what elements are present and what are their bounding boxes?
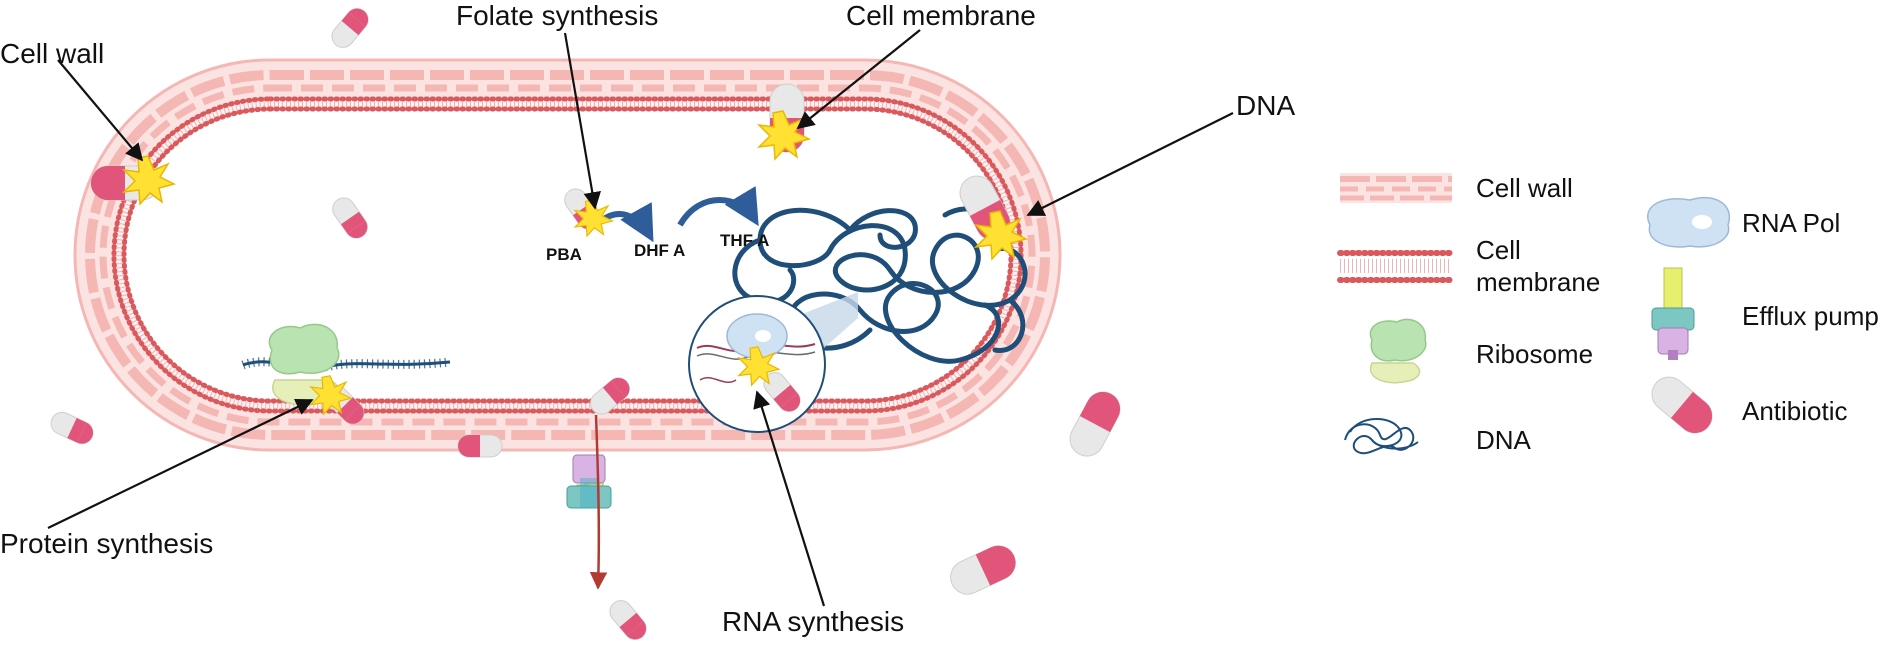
ribosome <box>241 323 451 429</box>
legend-antibiotic-label: Antibiotic <box>1742 396 1848 426</box>
legend-cell-wall-label: Cell wall <box>1476 173 1573 203</box>
label-protein-synthesis: Protein synthesis <box>0 528 214 559</box>
label-folate-synthesis: Folate synthesis <box>456 0 659 31</box>
label-dhf-a: DHF A <box>634 241 686 260</box>
legend-cell-membrane-label-1: Cell <box>1476 235 1521 265</box>
legend-icon-cell-membrane <box>1337 250 1455 283</box>
label-cell-membrane: Cell membrane <box>846 0 1036 31</box>
legend-cell-membrane-label-2: membrane <box>1476 267 1601 297</box>
efflux-pump <box>566 414 612 590</box>
legend-efflux-pump-label: Efflux pump <box>1742 301 1879 331</box>
label-rna-synthesis: RNA synthesis <box>722 606 905 637</box>
legend-icon-ribosome <box>1369 318 1427 384</box>
legend-icon-cell-wall <box>1340 173 1452 203</box>
legend-icon-dna <box>1344 418 1419 455</box>
label-thf-a: THF A <box>720 231 770 250</box>
legend-icon-rna-pol <box>1647 196 1731 248</box>
label-cell-wall: Cell wall <box>0 38 105 69</box>
folate-pathway <box>559 184 759 243</box>
pointer-arrows <box>47 29 1234 607</box>
legend-ribosome-label: Ribosome <box>1476 339 1594 369</box>
legend-rna-pol-label: RNA Pol <box>1742 208 1841 238</box>
legend-dna-label: DNA <box>1476 425 1531 455</box>
label-dna: DNA <box>1236 90 1296 121</box>
legend-icon-antibiotic <box>1644 369 1720 441</box>
rna-zoom <box>688 292 858 433</box>
label-pba: PBA <box>546 245 582 264</box>
legend-icon-efflux-pump <box>1651 267 1695 360</box>
